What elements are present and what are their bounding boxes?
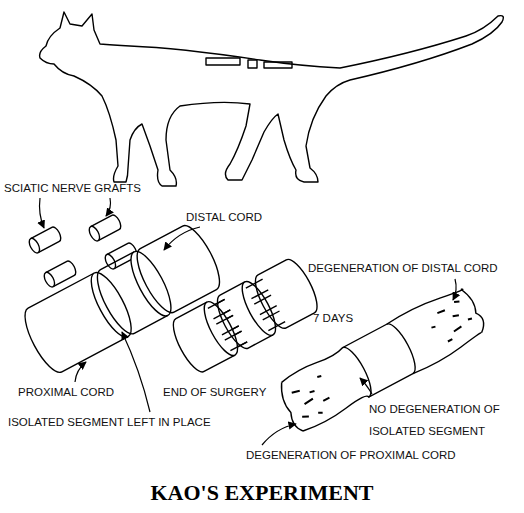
cord-face [198, 297, 244, 359]
callout-label: DISTAL CORD [186, 210, 262, 224]
graft-rods [246, 279, 285, 330]
leader-arrow [106, 198, 111, 216]
back-incision [248, 60, 257, 68]
cord-outline [301, 332, 484, 433]
leader-arrow [453, 279, 456, 300]
nerve-grafts [27, 213, 139, 288]
cat-figure [40, 12, 504, 186]
leader-arrow [75, 362, 86, 382]
leader-arrow [360, 378, 372, 394]
callout-label: DEGENERATION OF DISTAL CORD [308, 261, 498, 275]
grafted-cord [167, 255, 323, 376]
callout-label: PROXIMAL CORD [18, 385, 114, 399]
degeneration-marks [289, 375, 337, 422]
leader-arrow [262, 424, 296, 445]
ragged-end [459, 287, 488, 333]
graft-face [87, 225, 102, 243]
leader-arrow [40, 198, 45, 228]
cord-face [84, 267, 139, 342]
segment-boundary [342, 320, 420, 397]
cut-cord [18, 220, 228, 377]
degeneration-marks [426, 298, 476, 345]
callout-label: NO DEGENERATION OF ISOLATED SEGMENT [369, 398, 519, 442]
cat-outline [40, 12, 504, 186]
callout-label: DEGENERATION OF PROXIMAL CORD [246, 448, 456, 462]
cord-face [123, 246, 178, 321]
leader-arrow [164, 227, 200, 250]
leader-arrow [122, 332, 150, 412]
back-incision [206, 58, 240, 65]
diagram-title: KAO'S EXPERIMENT [0, 480, 524, 506]
callout-label: SCIATIC NERVE GRAFTS [4, 181, 141, 195]
callout-label: END OF SURGERY [163, 385, 266, 399]
callout-label: 7 DAYS [313, 311, 353, 325]
graft-face [27, 237, 42, 255]
nerve-graft [27, 225, 63, 254]
cord-outline [280, 284, 463, 385]
back-incision [264, 62, 292, 68]
cord-face [236, 277, 282, 339]
nerve-graft [87, 213, 123, 242]
callout-label: ISOLATED SEGMENT LEFT IN PLACE [8, 415, 211, 429]
graft-rods [208, 299, 247, 350]
graft-face [42, 271, 57, 289]
